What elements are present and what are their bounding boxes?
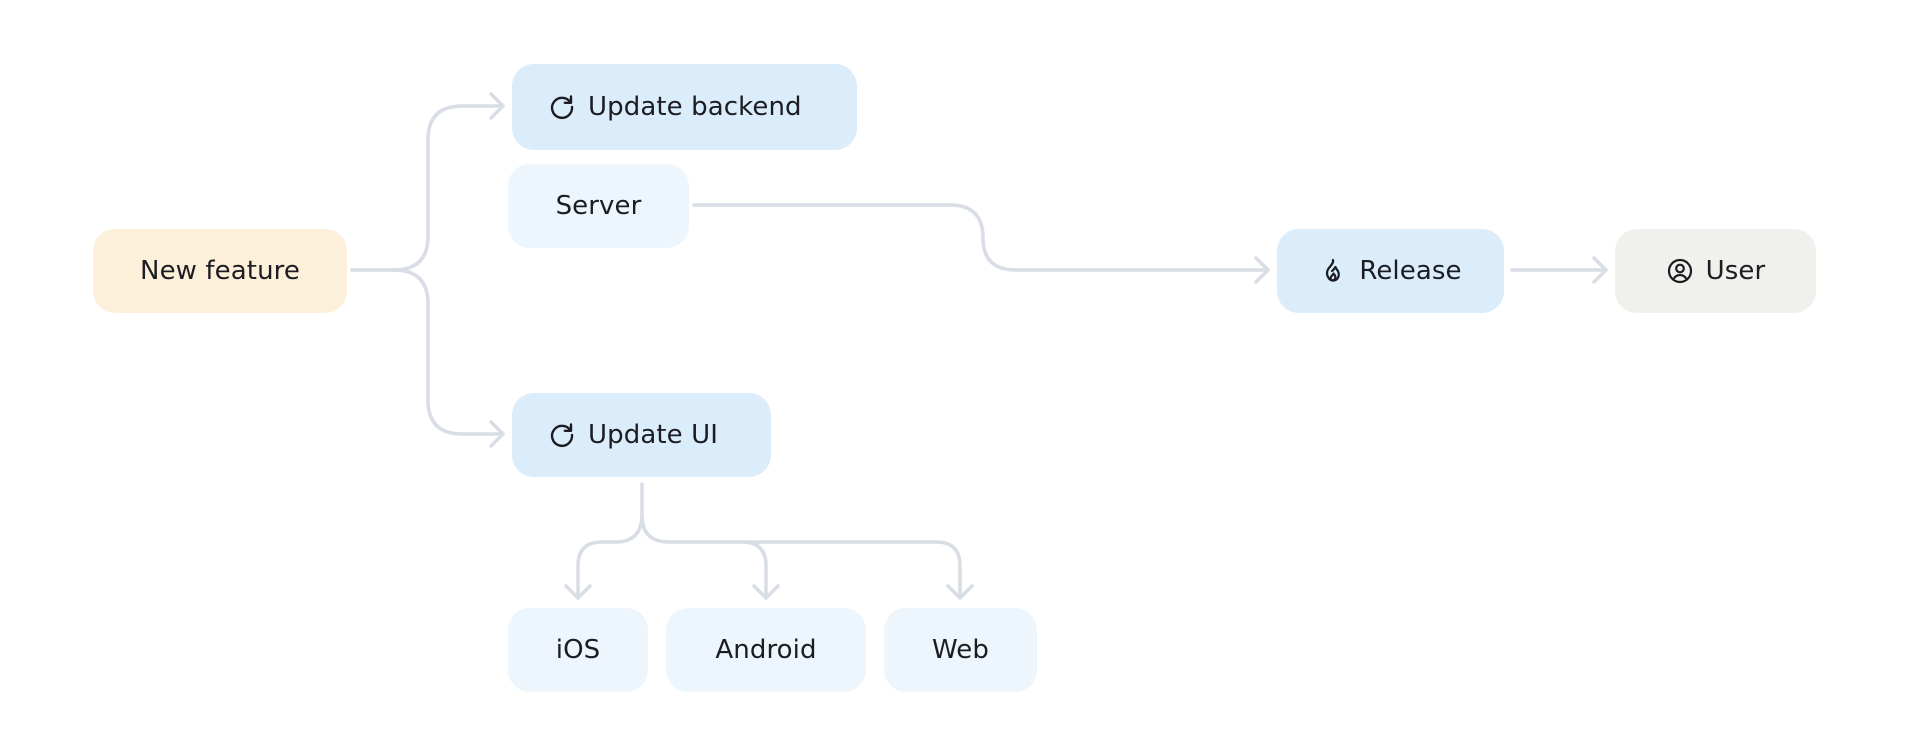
node-label: Web <box>932 635 989 665</box>
node-label: Android <box>715 635 817 665</box>
node-label: Server <box>555 191 642 221</box>
arrowhead-update-backend <box>489 92 505 120</box>
node-android[interactable]: Android <box>666 608 866 692</box>
node-user[interactable]: User <box>1615 229 1816 313</box>
edge-update-ui-to-android <box>640 513 768 600</box>
node-label: Update UI <box>588 420 719 450</box>
node-server[interactable]: Server <box>508 164 689 248</box>
node-label: User <box>1705 256 1766 286</box>
node-label: iOS <box>555 635 601 665</box>
flame-icon <box>1319 257 1347 285</box>
arrowhead-ios <box>564 584 592 600</box>
arrowhead-update-ui <box>489 420 505 448</box>
edge-update-ui-stem <box>576 482 644 600</box>
edge-new-feature-to-update-ui <box>392 268 505 436</box>
node-release[interactable]: Release <box>1277 229 1504 313</box>
refresh-icon <box>548 421 576 449</box>
node-label: Update backend <box>588 92 802 122</box>
arrowhead-user <box>1592 256 1608 284</box>
node-update-ui[interactable]: Update UI <box>512 393 771 477</box>
node-new-feature[interactable]: New feature <box>93 229 347 313</box>
arrowhead-web <box>946 584 974 600</box>
arrowhead-android <box>752 584 780 600</box>
node-web[interactable]: Web <box>884 608 1037 692</box>
node-ios[interactable]: iOS <box>508 608 648 692</box>
node-label: New feature <box>140 256 300 286</box>
refresh-icon <box>548 93 576 121</box>
edge-server-to-release <box>692 203 1270 272</box>
edge-new-feature-to-update-backend <box>392 104 505 272</box>
user-circle-icon <box>1666 257 1694 285</box>
node-update-backend[interactable]: Update backend <box>512 64 857 150</box>
arrowhead-release <box>1254 256 1270 284</box>
node-label: Release <box>1359 256 1462 286</box>
edge-update-ui-to-web <box>740 540 962 600</box>
